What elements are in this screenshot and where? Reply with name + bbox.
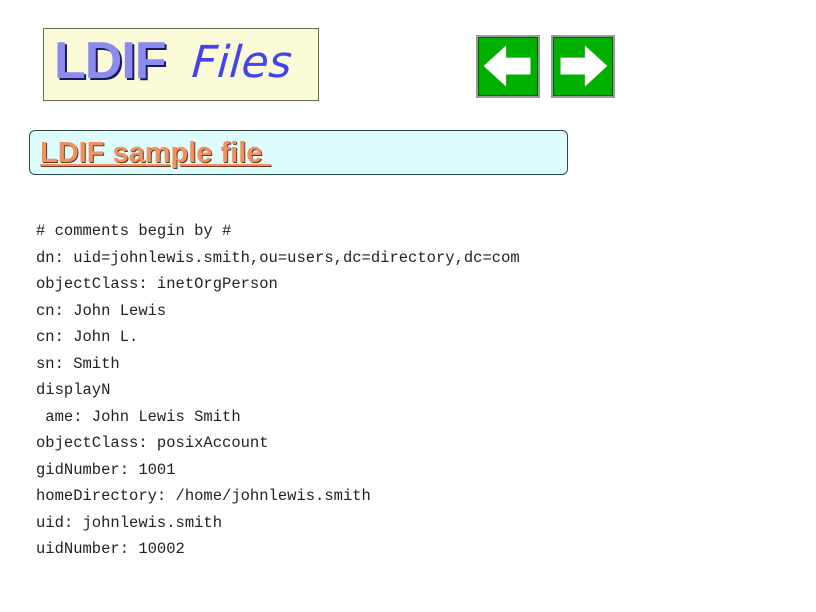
code-line: # comments begin by # xyxy=(36,222,232,240)
arrow-left-icon xyxy=(483,45,531,87)
title-sub: Files xyxy=(190,37,294,88)
code-line: displayN xyxy=(36,381,111,399)
code-line: dn: uid=johnlewis.smith,ou=users,dc=dire… xyxy=(36,248,520,267)
code-line: objectClass: inetOrgPerson xyxy=(36,275,278,293)
code-line: uidNumber: 10002 xyxy=(36,540,185,558)
code-line: ame: John Lewis Smith xyxy=(36,407,241,426)
previous-button[interactable] xyxy=(476,35,540,98)
title-banner: LDIF Files xyxy=(43,28,319,101)
code-line: objectClass: posixAccount xyxy=(36,434,269,452)
code-line: cn: John L. xyxy=(36,328,139,346)
arrow-right-icon xyxy=(560,45,608,87)
section-heading: LDIF sample file xyxy=(40,137,271,169)
ldif-code-block: # comments begin by # dn: uid=johnlewis.s… xyxy=(36,218,520,563)
code-line: uid: johnlewis.smith xyxy=(36,513,223,532)
code-line: sn: Smith xyxy=(36,354,120,373)
next-button[interactable] xyxy=(551,35,615,98)
code-line: cn: John Lewis xyxy=(36,301,167,320)
code-line: gidNumber: 1001 xyxy=(36,460,176,479)
section-heading-box: LDIF sample file xyxy=(29,130,568,175)
code-line: homeDirectory: /home/johnlewis.smith xyxy=(36,487,371,505)
title-main: LDIF xyxy=(54,32,167,90)
